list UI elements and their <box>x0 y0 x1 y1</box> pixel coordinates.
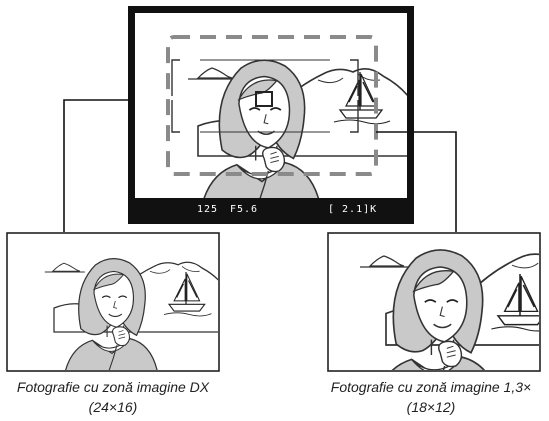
caption-dx-line1: Fotografie cu zonă imagine DX <box>0 377 236 397</box>
caption-crop-line1: Fotografie cu zonă imagine 1,3× <box>313 377 549 397</box>
shutter-readout: 125 <box>197 204 218 215</box>
caption-crop: Fotografie cu zonă imagine 1,3× (18×12) <box>313 377 549 417</box>
caption-crop-line2: (18×12) <box>313 397 549 417</box>
photo-dx <box>7 233 222 386</box>
caption-dx: Fotografie cu zonă imagine DX (24×16) <box>0 377 236 417</box>
frame-count-readout: [ 2.1]K <box>328 204 377 215</box>
connector-left <box>64 100 128 232</box>
caption-dx-line2: (24×16) <box>0 397 236 417</box>
viewfinder <box>128 6 414 224</box>
aperture-readout: F5.6 <box>230 204 258 215</box>
